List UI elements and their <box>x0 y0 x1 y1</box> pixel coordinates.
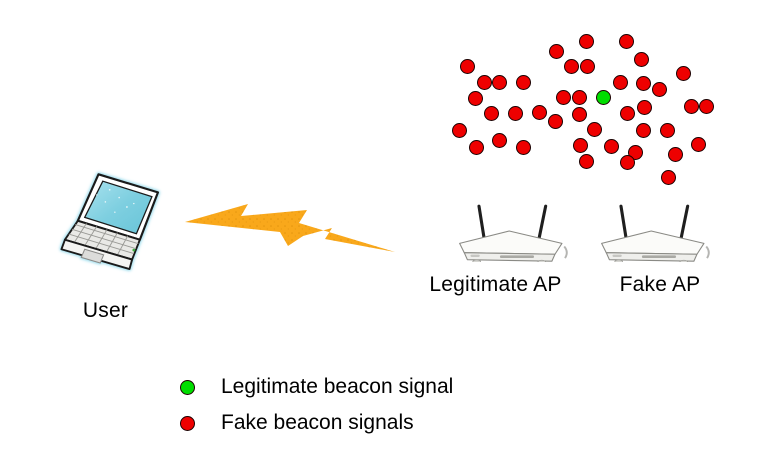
red-beacon-dot <box>635 122 651 138</box>
green-beacon-dot <box>595 89 611 105</box>
red-beacon-dot <box>603 138 619 154</box>
red-beacon-dot <box>667 146 683 162</box>
power-led <box>132 248 136 252</box>
red-beacon-dot <box>451 122 467 138</box>
legitimate-ap-label: Legitimate AP <box>429 273 562 296</box>
legend: Legitimate beacon signal Fake beacon sig… <box>180 374 453 446</box>
fake-ap-label: Fake AP <box>619 273 701 296</box>
legend-label-fake: Fake beacon signals <box>221 411 414 434</box>
red-beacon-dot <box>491 132 507 148</box>
red-beacon-dot <box>636 99 652 115</box>
keyboard-keys <box>68 223 139 256</box>
red-beacon-dot <box>476 74 492 90</box>
legend-item-fake-beacon: Fake beacon signals <box>180 410 453 436</box>
router-foot <box>614 259 623 262</box>
red-beacon-dot <box>579 58 595 74</box>
red-beacon-dot <box>578 153 594 169</box>
lightning-bolt-icon <box>185 204 395 252</box>
green-dot-swatch <box>180 379 195 395</box>
red-beacon-dot <box>578 33 594 49</box>
red-beacon-dot <box>563 58 579 74</box>
router-top <box>601 230 705 255</box>
red-beacon-dot <box>468 139 484 155</box>
router-slot <box>499 255 535 259</box>
red-beacon-dot <box>572 137 588 153</box>
red-beacon-dot <box>660 169 676 185</box>
red-beacon-dot <box>618 33 634 49</box>
red-beacon-dot <box>507 105 523 121</box>
antennas <box>477 204 548 242</box>
laptop-touchpad <box>80 248 105 264</box>
red-beacon-dot <box>547 113 563 129</box>
red-beacon-dot <box>571 89 587 105</box>
router-vent <box>612 254 622 257</box>
screen-sparkles <box>96 188 135 213</box>
red-beacon-dot <box>483 105 499 121</box>
user-laptop-icon <box>60 173 160 271</box>
antennas <box>619 204 690 242</box>
router-cable <box>563 245 568 259</box>
lightning-texture <box>185 204 395 252</box>
red-beacon-dot <box>571 106 587 122</box>
red-beacon-dot <box>515 139 531 155</box>
red-beacon-dot <box>635 75 651 91</box>
legitimate-ap-router-icon <box>459 204 568 262</box>
red-beacon-dot <box>515 74 531 90</box>
red-beacon-dot <box>698 98 714 114</box>
router-foot <box>537 259 547 262</box>
red-beacon-dot <box>683 98 699 114</box>
router-vent <box>470 254 480 257</box>
red-beacon-dot <box>612 74 628 90</box>
red-beacon-dot <box>548 43 564 59</box>
red-beacon-dot <box>675 65 691 81</box>
red-dot-swatch <box>180 415 195 431</box>
router-foot <box>472 259 481 262</box>
red-beacon-dot <box>467 90 483 106</box>
router-foot <box>679 259 689 262</box>
router-top <box>459 230 563 255</box>
red-beacon-dot <box>659 122 675 138</box>
red-beacon-dot <box>555 89 571 105</box>
laptop-screen <box>83 180 153 235</box>
router-cable <box>705 245 710 259</box>
user-label: User <box>82 299 129 322</box>
red-beacon-dot <box>633 51 649 67</box>
legend-label-legitimate: Legitimate beacon signal <box>221 375 454 398</box>
legend-item-legitimate-beacon: Legitimate beacon signal <box>180 374 453 400</box>
red-beacon-dot <box>627 144 643 160</box>
red-beacon-dot <box>586 121 602 137</box>
red-beacon-dot <box>491 74 507 90</box>
fake-ap-router-icon <box>601 204 710 262</box>
red-beacon-dot <box>459 58 475 74</box>
red-beacon-dot <box>619 154 635 170</box>
red-beacon-dot <box>619 105 635 121</box>
red-beacon-dot <box>531 104 547 120</box>
router-slot <box>641 255 677 259</box>
red-beacon-dot <box>651 81 667 97</box>
red-beacon-dot <box>690 136 706 152</box>
